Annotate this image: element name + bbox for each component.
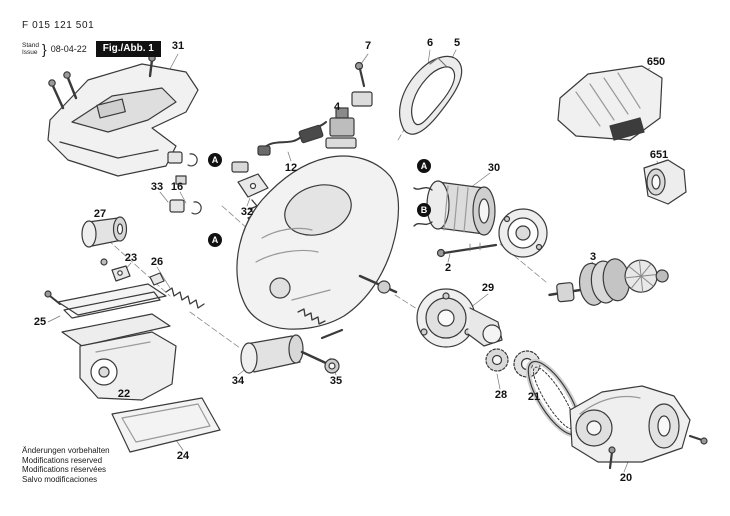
part-28-pinion [485,348,509,372]
part-label-35: 35 [329,375,343,387]
part-5-6-handle [399,55,463,135]
issue-label: Issue [22,49,38,56]
part-26-spring [149,272,205,309]
part-label-31: 31 [171,40,185,52]
part-label-6: 6 [426,37,434,49]
part-label-3: 3 [589,251,597,263]
part-label-24: 24 [176,450,190,462]
stand-issue-labels: Stand Issue [22,42,39,57]
part-label-651: 651 [649,149,669,161]
part-label-2: 2 [444,262,452,274]
part-22-roller-bracket [79,331,177,401]
part-label-33: 33 [150,181,164,193]
part-main-housing [236,155,400,330]
header: F 015 121 501 Stand Issue } 08-04-22 Fig… [22,20,161,57]
issue-date: 08-04-22 [50,44,87,54]
document-number: F 015 121 501 [22,20,95,31]
part-label-23: 23 [124,252,138,264]
part-33-16-hardware [167,151,202,215]
part-label-22: 22 [117,388,131,400]
footer-note-es: Salvo modificaciones [22,474,98,484]
figure-label: Fig./Abb. 1 [95,41,161,57]
part-label-32: 32 [240,206,254,218]
footer-note-de: Änderungen vorbehalten [22,446,110,455]
part-25-frame [44,283,171,347]
part-29-gear-housing [416,288,503,348]
part-label-34: 34 [231,375,245,387]
part-label-27: 27 [93,208,107,220]
part-30-field-stator [413,180,496,236]
part-label-25: 25 [33,316,47,328]
part-12-cable [257,121,327,156]
part-31-top-cover [47,54,199,177]
part-651-adapter [643,159,687,205]
part-23-clip [111,265,131,282]
assembly-marker-b-1: B [417,203,431,217]
part-label-5: 5 [453,37,461,49]
issue-row: Stand Issue } 08-04-22 Fig./Abb. 1 [22,41,161,57]
part-label-4: 4 [333,101,341,113]
footer-notes: Änderungen vorbehalten Modifications res… [22,446,110,484]
part-label-28: 28 [494,389,508,401]
part-label-29: 29 [481,282,495,294]
assembly-marker-a-2: A [208,233,222,247]
part-3-armature [548,258,669,306]
part-20-belt-housing [569,385,708,470]
part-bearing-flange [498,208,548,258]
footer-note-en: Modifications reserved [22,455,103,465]
assembly-marker-a-3: A [417,159,431,173]
part-35-spring-pin [297,308,344,340]
assembly-marker-a-1: A [208,153,222,167]
part-label-21: 21 [527,391,541,403]
part-24-base-plate [111,397,221,453]
part-650-dust-box [557,65,663,141]
part-label-30: 30 [487,162,501,174]
stand-label: Stand [22,41,39,49]
part-4-switch [325,107,357,149]
part-2-screw [436,242,498,258]
footer-note-fr: Modifications réservées [22,465,107,475]
part-label-650: 650 [646,56,666,68]
part-label-16: 16 [170,181,184,193]
part-label-12: 12 [284,162,298,174]
part-label-20: 20 [619,472,633,484]
part-34-drive-roller [240,334,340,374]
part-7-switch-screws [351,61,373,107]
part-label-26: 26 [150,256,164,268]
issue-brace: } [42,41,47,57]
part-label-7: 7 [364,40,372,52]
part-27-roller [81,216,128,266]
